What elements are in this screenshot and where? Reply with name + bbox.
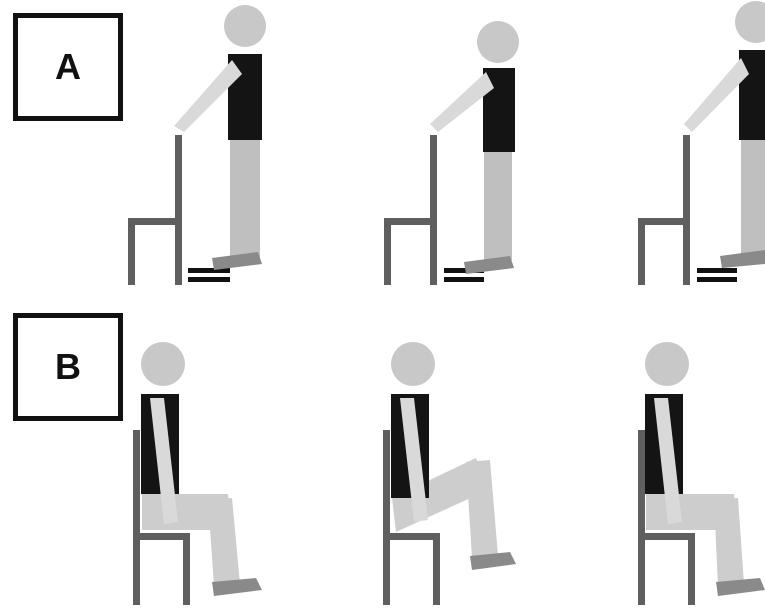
- shin: [466, 460, 498, 558]
- panel-label-a-text: A: [55, 49, 81, 85]
- panel-label-a: A: [13, 13, 123, 121]
- legs: [741, 138, 765, 256]
- head: [735, 1, 765, 43]
- step-block: [697, 268, 737, 282]
- step-block: [188, 268, 230, 282]
- legs: [230, 138, 260, 258]
- head: [645, 342, 689, 386]
- shin: [714, 498, 744, 586]
- row-a-figure-3: [638, 1, 765, 285]
- standing-person: [430, 21, 519, 274]
- row-b-figure-1: [133, 342, 262, 605]
- head: [141, 342, 185, 386]
- row-a-figure-2: [384, 21, 519, 285]
- row-b-figure-2: [383, 342, 516, 605]
- head: [391, 342, 435, 386]
- standing-person: [174, 5, 266, 270]
- panel-label-b: B: [13, 313, 123, 421]
- seated-person: [141, 342, 262, 596]
- shin: [208, 498, 240, 586]
- row-a-figure-1: [128, 5, 266, 285]
- seated-person: [645, 342, 765, 596]
- chair-back-view: [384, 135, 437, 285]
- standing-person: [684, 1, 765, 268]
- chair-back-view: [128, 135, 182, 285]
- head: [477, 21, 519, 63]
- head: [224, 5, 266, 47]
- legs: [484, 150, 512, 260]
- row-b-figure-3: [638, 342, 765, 605]
- panel-label-b-text: B: [55, 349, 81, 385]
- chair-back-view: [638, 135, 690, 285]
